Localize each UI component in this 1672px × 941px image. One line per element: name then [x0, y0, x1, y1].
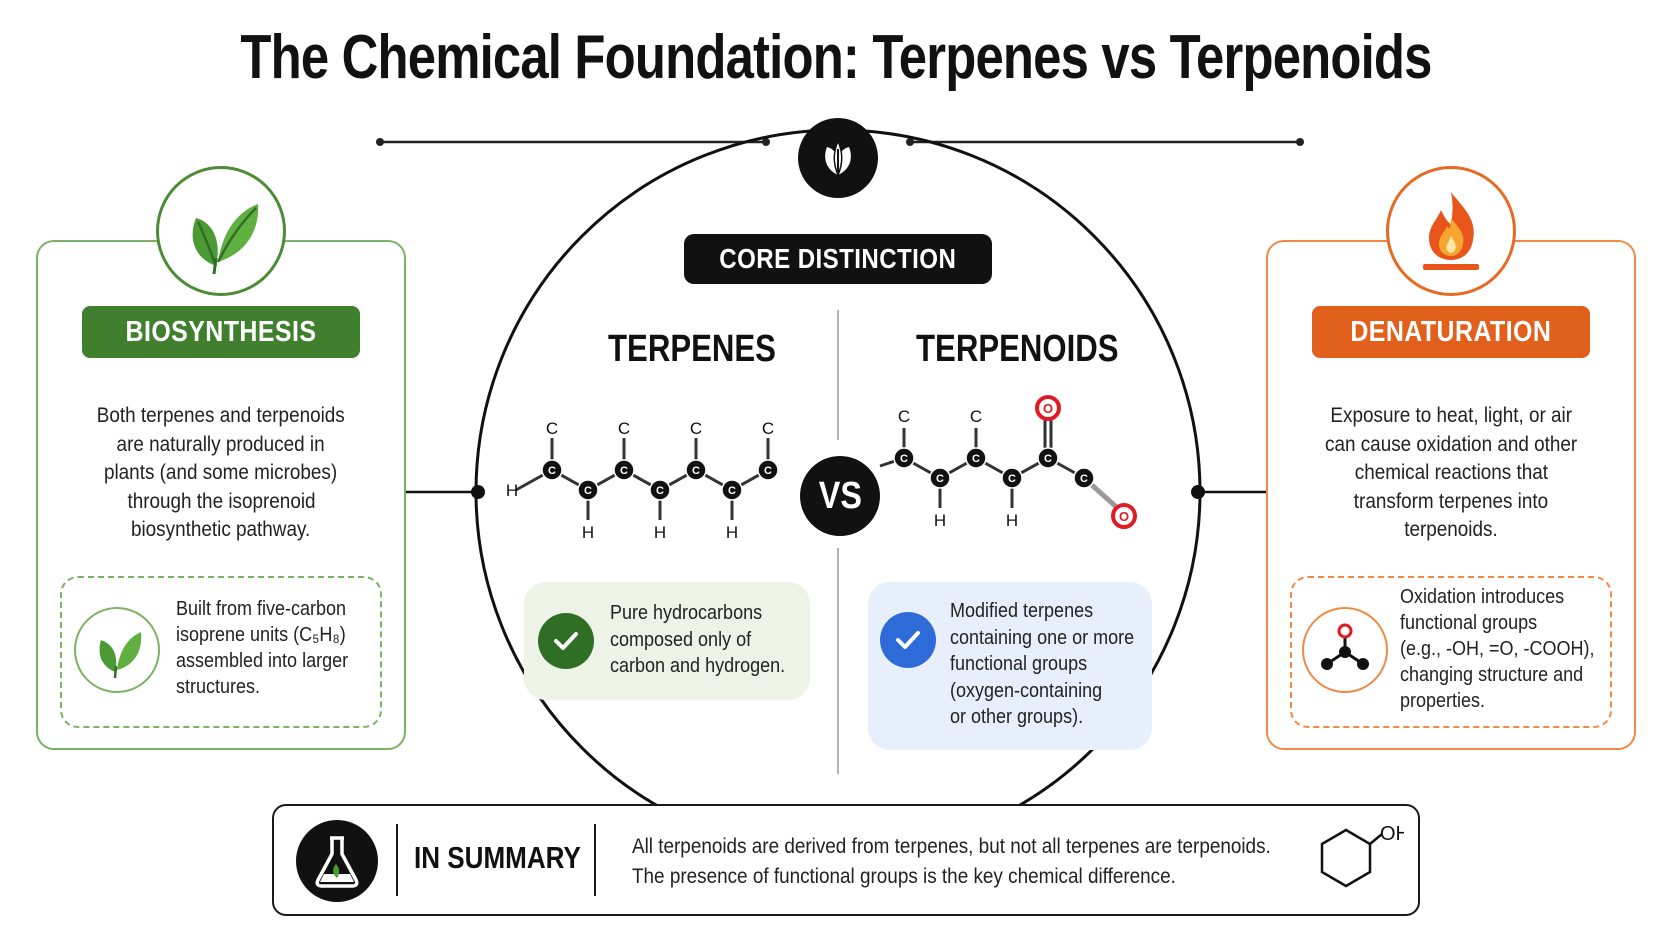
carbon-atom: C — [970, 407, 982, 426]
hydroxyl-label: OH — [1380, 823, 1404, 845]
carbon-atom: C — [690, 419, 702, 438]
carbon-atom: C — [692, 465, 700, 477]
hydrogen-atom: H — [934, 511, 946, 530]
carbon-atom: C — [972, 453, 980, 465]
hydrogen-atom: H — [506, 481, 518, 500]
carbon-atom: C — [764, 465, 772, 477]
hydrogen-atom: H — [1006, 511, 1018, 530]
carbon-atom: C — [1008, 473, 1016, 485]
isoprene-box — [60, 576, 382, 728]
terpenoids-heading: TERPENOIDS — [916, 328, 1119, 370]
terpenoid-structure: C C C C C C O O C C H H — [879, 395, 1137, 530]
summary-divider — [396, 824, 398, 896]
checkmark-icon — [880, 612, 936, 668]
page-title: The Chemical Foundation: Terpenes vs Ter… — [240, 23, 1432, 92]
terpenes-info-card: Pure hydrocarbons composed only of carbo… — [524, 582, 810, 700]
carbon-atom: C — [620, 465, 628, 477]
terpenoids-info-card: Modified terpenes containing one or more… — [868, 582, 1152, 750]
carbon-atom: C — [1044, 453, 1052, 465]
oxidation-box — [1290, 576, 1612, 728]
terpenoids-info-text: Modified terpenes containing one or more… — [950, 600, 1135, 728]
denaturation-description: Exposure to heat, light, or air can caus… — [1324, 404, 1578, 541]
leaf-icon — [798, 118, 878, 198]
hydrogen-atom: H — [654, 523, 666, 542]
carbon-atom: C — [900, 453, 908, 465]
carbon-atom: C — [584, 485, 592, 497]
carbon-atom: C — [548, 465, 556, 477]
hydrogen-atom: H — [582, 523, 594, 542]
carbon-atom: C — [546, 419, 558, 438]
hydrogen-atom: H — [726, 523, 738, 542]
oxygen-atom: O — [1119, 509, 1129, 524]
denaturation-heading: DENATURATION — [1312, 306, 1590, 358]
carbon-atom: C — [618, 419, 630, 438]
summary-text: All terpenoids are derived from terpenes… — [632, 835, 1271, 888]
terpene-structure: C C C C C C C C C C C H H H H — [506, 419, 779, 542]
flask-icon — [296, 820, 378, 902]
molecule-icon — [1302, 607, 1388, 693]
leaf-icon — [74, 607, 160, 693]
biosynthesis-heading: BIOSYNTHESIS — [82, 306, 360, 358]
carbon-atom: C — [656, 485, 664, 497]
oxygen-atom: O — [1043, 401, 1053, 416]
terpenes-heading: TERPENES — [608, 328, 776, 370]
summary-box: IN SUMMARY All terpenoids are derived fr… — [272, 804, 1420, 916]
core-distinction-label: CORE DISTINCTION — [684, 234, 992, 284]
vs-badge: VS — [800, 456, 880, 536]
carbon-atom: C — [1080, 473, 1088, 485]
oxidation-text: Oxidation introduces functional groups (… — [1400, 586, 1595, 712]
cyclohexanol-icon: OH — [1320, 823, 1404, 888]
leaf-icon — [156, 166, 286, 296]
biosynthesis-description: Both terpenes and terpenoids are natural… — [96, 404, 345, 541]
isoprene-text: Built from five-carbon isoprene units (C… — [176, 598, 349, 698]
checkmark-icon — [538, 613, 594, 669]
carbon-atom: C — [898, 407, 910, 426]
flame-icon — [1386, 166, 1516, 296]
carbon-atom: C — [936, 473, 944, 485]
carbon-atom: C — [762, 419, 774, 438]
terpenes-info-text: Pure hydrocarbons composed only of carbo… — [610, 602, 786, 677]
carbon-atom: C — [728, 485, 736, 497]
summary-divider — [594, 824, 596, 896]
summary-label: IN SUMMARY — [414, 840, 581, 875]
